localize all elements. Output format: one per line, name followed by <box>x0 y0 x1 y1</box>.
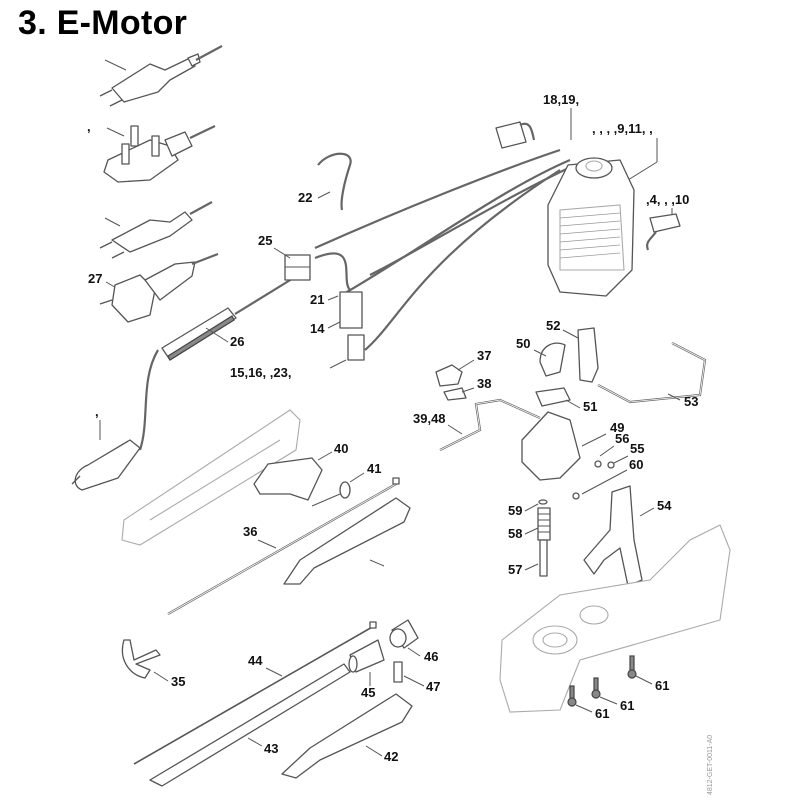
part-52: 52 <box>546 318 599 383</box>
part-40: 40 <box>253 441 348 501</box>
callout-61-right: 61 <box>655 678 669 693</box>
callout-58: 58 <box>508 526 522 541</box>
callout-61-middle: 61 <box>620 698 634 713</box>
screws-61: 61 61 61 <box>567 655 669 721</box>
sleeve-46: 46 <box>389 619 438 664</box>
gear-housing <box>499 524 731 713</box>
switch-housing-49: 49 <box>521 411 624 481</box>
callout-25: 25 <box>258 233 272 248</box>
spring-pin-57-58-59: 59 58 57 <box>508 499 551 577</box>
callout-61-left: 61 <box>595 706 609 721</box>
terminal-block-25: 25 <box>258 233 311 281</box>
drawing-code: 4812-GET-0011-A0 <box>707 735 714 795</box>
callout-40: 40 <box>334 441 348 456</box>
capacitor-15-16-23: 15,16, ,23, <box>230 334 365 380</box>
handle-shell-lower-42: 42 <box>281 693 413 779</box>
rail-43: 43 <box>149 663 351 787</box>
callout-plug-uk: , <box>87 119 91 134</box>
part-50: 50 <box>516 336 566 377</box>
callout-35: 35 <box>171 674 185 689</box>
callout-15-16-23: 15,16, ,23, <box>230 365 291 380</box>
callout-46: 46 <box>424 649 438 664</box>
callout-55: 55 <box>630 441 644 456</box>
callout-45: 45 <box>361 685 375 700</box>
callout-14: 14 <box>310 321 325 336</box>
callout-50: 50 <box>516 336 530 351</box>
callout-54: 54 <box>657 498 672 513</box>
callout-21: 21 <box>310 292 324 307</box>
callout-57: 57 <box>508 562 522 577</box>
callout-18-19: 18,19, <box>543 92 579 107</box>
spring-41: 41 <box>311 461 381 507</box>
plug-uk: , <box>87 119 216 183</box>
callout-51: 51 <box>583 399 597 414</box>
callout-plug-au: , <box>95 404 99 419</box>
callout-37: 37 <box>477 348 491 363</box>
part-38: 38 <box>443 376 491 401</box>
power-cable-26: 26 , <box>71 273 301 491</box>
callout-56: 56 <box>615 431 629 446</box>
handle-housing-half <box>121 409 301 546</box>
cable-44: 44 <box>133 621 377 765</box>
plug-euro-flat <box>99 45 223 107</box>
plug-schuko: 27 <box>88 252 219 323</box>
callout-60: 60 <box>629 457 643 472</box>
small-parts-55-56-60: 56 55 60 <box>572 431 644 500</box>
plug-euro-round <box>99 201 213 259</box>
clip-47: 47 <box>393 661 440 694</box>
callout-44: 44 <box>248 653 263 668</box>
rod-36: 36 <box>167 477 400 615</box>
callout-49: 49 <box>610 420 624 435</box>
callout-4-10: ,4, , ,10 <box>646 192 689 207</box>
callout-43: 43 <box>264 741 278 756</box>
callout-26: 26 <box>230 334 244 349</box>
callout-47: 47 <box>426 679 440 694</box>
callout-27: 27 <box>88 271 102 286</box>
callout-9-11: , , , ,9,11, , <box>592 121 653 136</box>
carbon-brush-left <box>495 121 536 149</box>
page-title: 3. E-Motor <box>18 4 188 42</box>
e-motor: 18,19, , , , ,9,11, , <box>543 92 658 297</box>
handle-shell-upper <box>283 497 411 585</box>
callout-38: 38 <box>477 376 491 391</box>
rod-39-48: 39,48 <box>413 398 541 451</box>
callout-42: 42 <box>384 749 398 764</box>
callout-53: 53 <box>684 394 698 409</box>
part-37: 37 <box>435 348 491 387</box>
wire-22: 22 <box>298 152 352 211</box>
sleeve-45: 45 <box>348 639 385 700</box>
switch-14: 21 14 <box>310 291 363 336</box>
callout-22: 22 <box>298 190 312 205</box>
callout-52: 52 <box>546 318 560 333</box>
rod-53: 53 <box>597 342 707 409</box>
callout-39-48: 39,48 <box>413 411 446 426</box>
part-51: 51 <box>535 387 597 414</box>
callout-59: 59 <box>508 503 522 518</box>
callout-36: 36 <box>243 524 257 539</box>
carbon-brush-right: ,4, , ,10 <box>646 192 689 251</box>
lever-54: 54 <box>583 485 672 587</box>
callout-41: 41 <box>367 461 381 476</box>
part-35: 35 <box>121 639 185 689</box>
